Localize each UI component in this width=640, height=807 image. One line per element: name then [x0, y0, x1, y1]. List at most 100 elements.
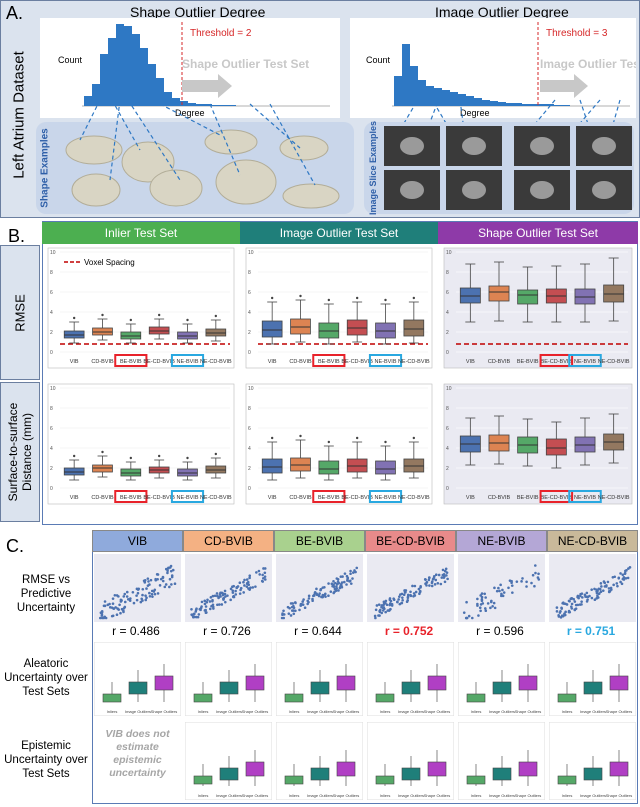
scatter-point [497, 586, 500, 590]
scatter-point [480, 592, 484, 595]
scatter-point [222, 597, 225, 600]
scatter-point [351, 577, 354, 580]
scatter-point [615, 582, 619, 585]
scatter-point [197, 613, 201, 616]
scatter-point [595, 591, 599, 595]
scatter-vib [94, 554, 181, 622]
scatter-point [111, 602, 115, 605]
y-tick-label: 10 [248, 250, 254, 256]
scatter-point [401, 598, 404, 602]
r-value-ne-cd-bvib: r = 0.751 [566, 624, 616, 638]
y-tick-label: 8 [248, 406, 251, 412]
scatter-point [525, 585, 528, 588]
scatter-point [317, 594, 321, 597]
scatter-ne-cd-bvib [549, 554, 636, 622]
scatter-point [211, 594, 215, 598]
method-tick-label: BE-CD-BVIB [541, 359, 573, 365]
scatter-point [312, 593, 316, 597]
shape-hist-bar [92, 84, 100, 106]
outlier-point [270, 436, 274, 440]
scatter-point [534, 571, 537, 575]
scatter-point [498, 589, 501, 593]
scatter-point [98, 616, 102, 620]
row-rmse-vs-uncertainty: RMSE vs Predictive Uncertainty [16, 574, 76, 614]
scatter-point [483, 592, 486, 596]
method-tick-label: VIB [466, 495, 475, 501]
scatter-point [555, 610, 559, 613]
image-outlier-arrow-text: Image Outlier Test Set [540, 57, 636, 71]
scatter-point [166, 567, 170, 570]
scatter-point [574, 603, 578, 607]
scatter-point [220, 603, 224, 606]
scatter-point [298, 608, 301, 612]
method-tick-label: NE-CD-BVIB [200, 359, 232, 365]
scatter-point [561, 614, 565, 618]
scatter-point [611, 575, 615, 579]
scatter-point [565, 603, 569, 606]
box-shape-outliers [518, 761, 538, 777]
method-tick-label: CD-BVIB [488, 359, 511, 365]
scatter-point [425, 580, 429, 584]
y-tick-label: 2 [248, 466, 251, 472]
scatter-point [245, 581, 249, 585]
shape-hist-bar [132, 34, 140, 106]
shape-hist-bar [220, 105, 228, 106]
scatter-point [156, 592, 160, 595]
scatter-point [338, 586, 342, 590]
scatter-point [436, 581, 440, 585]
method-tick-label: BE-BVIB [517, 495, 539, 501]
r-value-be-bvib: r = 0.644 [294, 624, 342, 638]
scatter-point [125, 590, 129, 594]
scatter-point [388, 608, 392, 611]
scatter-point [585, 591, 589, 595]
scatter-point [112, 607, 115, 610]
scatter-point [610, 588, 613, 591]
scatter-point [330, 582, 334, 586]
box-inliers [284, 693, 304, 703]
outlier-point [270, 296, 274, 300]
image-hist-bar [442, 90, 450, 106]
method-tick-label: BE-BVIB [517, 359, 539, 365]
outlier-point [214, 314, 218, 318]
scatter-point [573, 608, 577, 611]
method-tick-label: VIB [268, 495, 277, 501]
scatter-point [398, 602, 402, 606]
box-image-outliers [583, 767, 603, 781]
method-tick-label: BE-CD-BVIB [341, 495, 373, 501]
shape-hist-bar [164, 92, 172, 106]
y-tick-label: 10 [50, 250, 56, 256]
box-shape-outliers [336, 761, 356, 777]
shape-mesh-5 [71, 173, 121, 207]
scatter-point [144, 594, 147, 597]
scatter-point [164, 567, 168, 571]
outlier-point [186, 456, 189, 460]
outlier-point [355, 296, 359, 300]
scatter-point [132, 601, 136, 605]
method-highlight-box [539, 354, 574, 367]
scatter-point [374, 608, 378, 612]
image-hist-ylabel: Count [366, 55, 391, 65]
test-set-label: Inliers [289, 793, 300, 798]
scatter-point [148, 594, 152, 598]
scatter-point [612, 583, 615, 587]
scatter-point [378, 609, 381, 613]
scatter-point [294, 609, 297, 613]
scatter-point [334, 589, 338, 592]
method-tick-label: NE-CD-BVIB [598, 495, 630, 501]
y-tick-label: 0 [248, 350, 251, 356]
shape-hist-bar [180, 101, 188, 106]
scatter-point [384, 599, 388, 603]
scatter-point [586, 595, 590, 599]
scatter-point [508, 579, 512, 582]
scatter-point [377, 614, 380, 617]
scatter-point [148, 583, 151, 586]
scatter-be-cd-bvib [367, 554, 454, 622]
scatter-point [332, 591, 336, 595]
scatter-point [599, 590, 603, 594]
method-highlight-box [312, 354, 346, 367]
scatter-point [315, 587, 318, 591]
scatter-point [444, 567, 448, 571]
y-tick-label: 6 [446, 290, 449, 296]
